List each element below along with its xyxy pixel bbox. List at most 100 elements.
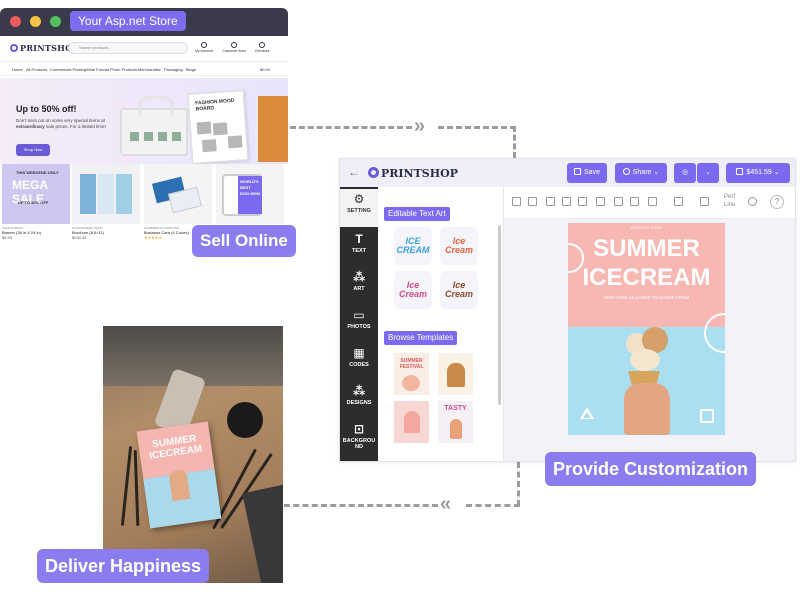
align-icon[interactable]	[648, 197, 657, 206]
delivered-print-photo: SUMMER ICECREAM	[103, 326, 283, 583]
cut-icon[interactable]	[546, 197, 555, 206]
save-icon	[574, 168, 582, 175]
sidebar-item-photos[interactable]: ▭PHOTOS	[347, 308, 371, 330]
account-button[interactable]: ◎	[674, 163, 696, 183]
panel-scrollbar[interactable]	[498, 225, 501, 405]
minimize-window-button[interactable]	[30, 16, 41, 27]
text-icon: T	[355, 232, 363, 246]
store-logo[interactable]: PRINTSHOP	[10, 43, 79, 53]
store-window: Your Asp.net Store PRINTSHOP Search prod…	[0, 0, 288, 256]
nav-all-products[interactable]: All Products	[26, 67, 48, 72]
nav-wide-format[interactable]: Wide Format	[86, 67, 109, 72]
printed-flyer: SUMMER ICECREAM	[136, 421, 222, 529]
paste-icon[interactable]	[578, 197, 587, 206]
nav-commercial-printing[interactable]: Commercial Printing	[50, 67, 87, 72]
flow-arrow-top-2	[438, 126, 516, 129]
delete-icon[interactable]	[596, 197, 605, 206]
nav-merchandise[interactable]: Merchandise	[138, 67, 161, 72]
search-input[interactable]: Search products...	[68, 42, 188, 54]
design-canvas[interactable]: IHOCOTY SHOP SUMMER ICECREAM NEW YORK 15…	[504, 219, 795, 461]
browser-titlebar: Your Asp.net Store	[0, 8, 288, 36]
perf-line-toggle-icon[interactable]	[748, 197, 757, 206]
tote-bag-image	[120, 96, 188, 156]
deliver-happiness-label: Deliver Happiness	[37, 549, 210, 583]
my-account-link[interactable]: My Account	[192, 42, 216, 53]
mood-board-image: FASHION MOOD BOARD	[187, 90, 249, 164]
orange-card-image	[258, 96, 288, 162]
sidebar-item-art[interactable]: ⁂ART	[353, 270, 366, 292]
shop-now-button[interactable]: Shop Now	[16, 144, 50, 156]
nav-blogs[interactable]: Blogs	[186, 67, 197, 72]
template-thumb[interactable]: TASTY	[438, 401, 473, 443]
template-thumb[interactable]	[394, 401, 429, 443]
poster-subtitle[interactable]: NEW YORK 15 LANDS TO DANCE FROM	[603, 295, 690, 300]
checkout-link[interactable]: Checkout	[250, 42, 274, 53]
distribute-icon[interactable]	[674, 197, 683, 206]
product-card[interactable]: WORLD'S BEST DOG MOM	[216, 164, 284, 224]
hero-text: Don't miss out on some very special item…	[16, 118, 106, 129]
rating-stars: ★★★★★	[144, 235, 162, 240]
user-icon	[201, 42, 207, 48]
save-button[interactable]: Save	[567, 163, 607, 183]
sidebar-item-designs[interactable]: ⁂DESIGNS	[346, 384, 372, 406]
flow-arrow-top-down	[513, 126, 516, 158]
poster-title-line1[interactable]: SUMMER	[593, 235, 700, 262]
sidebar-item-codes[interactable]: ▦CODES	[349, 346, 369, 368]
cart-icon	[736, 168, 744, 175]
cart-button[interactable]: $451.59 ⌄	[726, 163, 790, 183]
photo-icon: ▭	[353, 308, 365, 322]
spacing-icon[interactable]	[700, 197, 709, 206]
cart-total[interactable]: $0.00	[259, 67, 270, 72]
flow-arrow-bottom-down	[517, 462, 520, 506]
nav-packaging[interactable]: Packaging	[164, 67, 183, 72]
product-image	[144, 164, 212, 224]
product-card[interactable]: COMMERCIAL PRINTING Business Card (4 Col…	[144, 164, 212, 240]
nav-photo-products[interactable]: Photo Products	[110, 67, 138, 72]
editor-topbar: ← PRINTSHOP Save Share ⌄ ◎ ⌄ $451.59 ⌄	[340, 159, 795, 187]
layer-icon[interactable]	[614, 197, 623, 206]
sidebar-item-setting[interactable]: ⚙SETTING	[340, 189, 378, 227]
group-icon[interactable]	[630, 197, 639, 206]
template-thumb[interactable]: SUMMER FESTIVAL	[394, 353, 429, 395]
product-image: WORLD'S BEST DOG MOM	[216, 164, 284, 224]
undo-icon[interactable]	[512, 197, 521, 206]
asset-panel: Editable Text Art ICE CREAM Ice Cream Ic…	[378, 187, 504, 461]
account-menu-chevron[interactable]: ⌄	[697, 163, 719, 183]
poster-title-line2[interactable]: ICECREAM	[582, 264, 711, 291]
window-title: Your Asp.net Store	[70, 11, 186, 31]
qr-code-icon: ▦	[353, 346, 365, 360]
hero-banner: Up to 50% off! Don't miss out on some ve…	[0, 78, 288, 164]
text-art-thumb[interactable]: Ice Cream	[440, 271, 478, 309]
product-card[interactable]: ACCESSORIAL SHOP Brochure (8.5×11) $230.…	[72, 164, 140, 240]
browse-templates-header: Browse Templates	[384, 331, 458, 345]
poster-design[interactable]: IHOCOTY SHOP SUMMER ICECREAM NEW YORK 15…	[568, 223, 725, 435]
flow-arrow-bottom-2	[284, 504, 438, 507]
redo-icon[interactable]	[528, 197, 537, 206]
text-art-thumb[interactable]: Ice Cream	[440, 227, 478, 265]
chevron-left-icon: «	[440, 493, 452, 515]
template-thumb[interactable]	[438, 353, 473, 395]
close-window-button[interactable]	[10, 16, 21, 27]
maximize-window-button[interactable]	[50, 16, 61, 27]
nav-home[interactable]: Home	[12, 67, 23, 72]
product-image: THIS WEEKEND ONLY MEGA SALE UP TO 50% OF…	[2, 164, 70, 224]
help-icon[interactable]: ?	[770, 195, 784, 209]
product-grid: THIS WEEKEND ONLY MEGA SALE UP TO 50% OF…	[0, 164, 288, 254]
site-header: PRINTSHOP Search products... My Account …	[0, 36, 288, 62]
text-art-thumb[interactable]: ICE CREAM	[394, 227, 432, 265]
share-icon	[622, 168, 630, 175]
customer-area-link[interactable]: Customer Area	[222, 42, 246, 53]
share-button[interactable]: Share ⌄	[615, 163, 667, 183]
editable-text-art-header: Editable Text Art	[384, 207, 450, 221]
text-art-thumb[interactable]: Ice Cream	[394, 271, 432, 309]
chevron-right-icon: »	[414, 115, 426, 137]
product-card[interactable]: THIS WEEKEND ONLY MEGA SALE UP TO 50% OF…	[2, 164, 70, 240]
copy-icon[interactable]	[562, 197, 571, 206]
art-icon: ⁂	[353, 270, 366, 284]
sidebar-item-background[interactable]: ⊡BACKGROU ND	[342, 422, 376, 450]
back-arrow-icon[interactable]: ←	[348, 165, 360, 179]
